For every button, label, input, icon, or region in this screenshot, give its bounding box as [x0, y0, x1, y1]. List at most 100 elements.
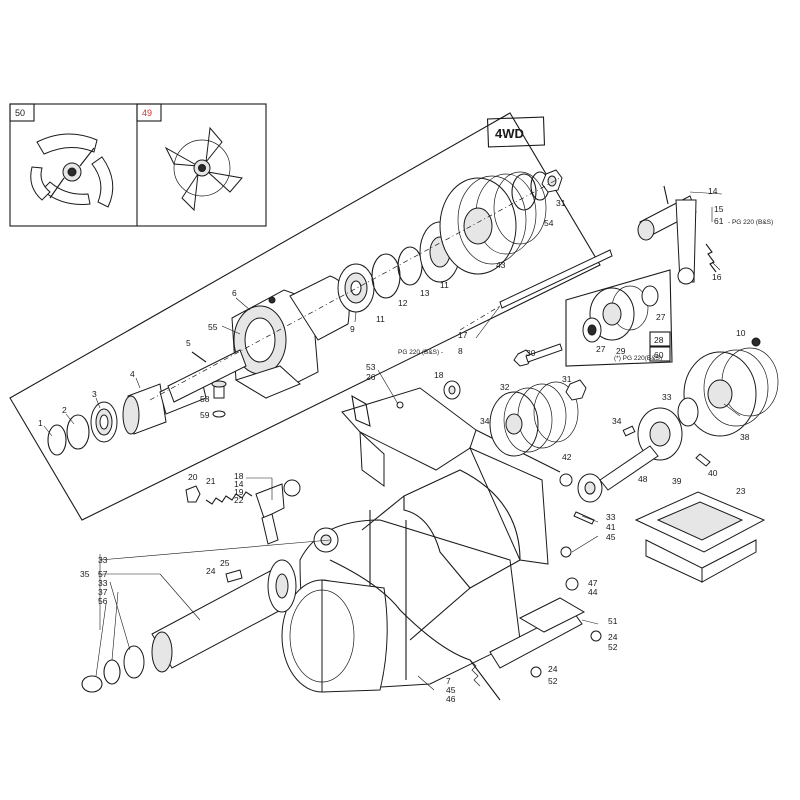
seal-ring-icon: [66, 414, 90, 450]
part-number: 32: [500, 382, 510, 392]
part-number: 58: [200, 394, 210, 404]
bolt-40-icon: [695, 453, 711, 467]
inset-label-49: 49: [142, 108, 152, 118]
bolt-33b-icon: [573, 511, 595, 525]
part-number: 52: [548, 676, 558, 686]
part-number: 35: [80, 569, 90, 579]
part-number: 15: [714, 204, 724, 214]
spring-icon: [705, 243, 717, 273]
part-number: 47: [588, 578, 598, 588]
nut-45-icon: [560, 546, 572, 558]
washer-56-icon: [81, 675, 103, 693]
part-number: 52: [608, 642, 618, 652]
part-number: 61: [714, 216, 724, 226]
flange-hub-icon: [577, 407, 683, 503]
bracket-plate-icon: [489, 597, 586, 669]
part-number: 34: [612, 416, 622, 426]
part-number: 21: [206, 476, 216, 486]
part-number: 27: [656, 312, 666, 322]
part-number: 31: [556, 198, 566, 208]
part-number: 29: [616, 346, 626, 356]
part-number: 31: [562, 374, 572, 384]
nut-10-icon: [751, 337, 761, 347]
part-number: 10: [736, 328, 746, 338]
ring-33-icon: [677, 397, 699, 427]
part-number: 14: [234, 479, 244, 489]
pulley-38-icon: [683, 347, 779, 437]
part-number: 27: [596, 344, 606, 354]
part-number: 33: [98, 578, 108, 588]
detail-note: (*) PG 220(B&S): [614, 355, 662, 362]
part-number: 5: [186, 338, 191, 348]
part-number: 37: [98, 587, 108, 597]
drive-shaft-icon: [167, 349, 247, 403]
part-number: 46: [446, 694, 456, 704]
part-number: 30: [526, 348, 536, 358]
circlip-icon: [47, 424, 67, 456]
cable-icon: [329, 559, 501, 701]
auger-tube-icon: [151, 559, 297, 673]
clip-bracket-icon: [255, 483, 285, 545]
part-number: 11: [440, 280, 449, 290]
impeller-50-icon: [30, 133, 114, 208]
part-number: 6: [232, 288, 237, 298]
part-number: 9: [350, 324, 355, 334]
part-number: 18: [434, 370, 444, 380]
pulley-43-icon: [439, 171, 547, 275]
part-number: 55: [208, 322, 218, 332]
ring-37-icon: [103, 659, 121, 685]
part-number: 22: [234, 495, 244, 505]
hopper-icon: [634, 491, 766, 583]
part-number: 12: [398, 298, 408, 308]
spacer-18-icon: [443, 380, 461, 400]
bolt-30-icon: [513, 343, 563, 367]
part-note: - PG 220 (B&S): [728, 219, 773, 226]
leader-lines: [43, 191, 741, 691]
bolt-24-icon: [225, 569, 243, 583]
part-number: 4: [130, 369, 135, 379]
part-number: 19: [234, 487, 244, 497]
detail-label-28: 28: [654, 335, 664, 345]
part-number: 24: [608, 632, 618, 642]
detail-label-60: 60: [654, 350, 664, 360]
part-number: 51: [608, 616, 618, 626]
part-number: 41: [606, 522, 616, 532]
ring-12-icon: [397, 246, 423, 286]
part-number: 14: [708, 186, 718, 196]
part-note: PG 220 (B&S) -: [398, 349, 443, 356]
part-number: 33: [662, 392, 672, 402]
nut-44-icon: [565, 577, 579, 591]
nut-icon: [541, 169, 563, 193]
part-number: 25: [220, 558, 230, 568]
nut-31b-icon: [565, 379, 587, 401]
part-number: 8: [458, 346, 463, 356]
tensioner-arm-icon: [637, 185, 697, 285]
part-number: 18: [234, 471, 244, 481]
part-number: 48: [638, 474, 648, 484]
bearing-icon: [90, 401, 118, 443]
part-number: 24: [548, 664, 558, 674]
part-number: 40: [708, 468, 718, 478]
part-number: 34: [480, 416, 490, 426]
part-number: 3: [92, 389, 97, 399]
part-number: 23: [736, 486, 746, 496]
nut-42-icon: [559, 473, 573, 487]
part-number: 59: [200, 410, 210, 420]
part-number: 38: [740, 432, 750, 442]
rod-icon: [499, 249, 613, 309]
part-number: 17: [458, 330, 468, 340]
part-number: 56: [98, 596, 108, 606]
bearing-housing-icon: [231, 275, 350, 399]
variant-panel-4wd: 4WD: [9, 112, 601, 521]
pulley-32-icon: [489, 381, 579, 457]
nut-20-icon: [185, 485, 201, 503]
part-number: 26: [366, 372, 376, 382]
duct-icon: [281, 579, 388, 693]
part-number: 39: [672, 476, 682, 486]
ring-11b-icon: [511, 173, 537, 211]
pin-icon: [191, 351, 207, 363]
part-number: 1: [38, 418, 43, 428]
part-number: 43: [496, 260, 506, 270]
bearing-57-icon: [123, 645, 145, 679]
